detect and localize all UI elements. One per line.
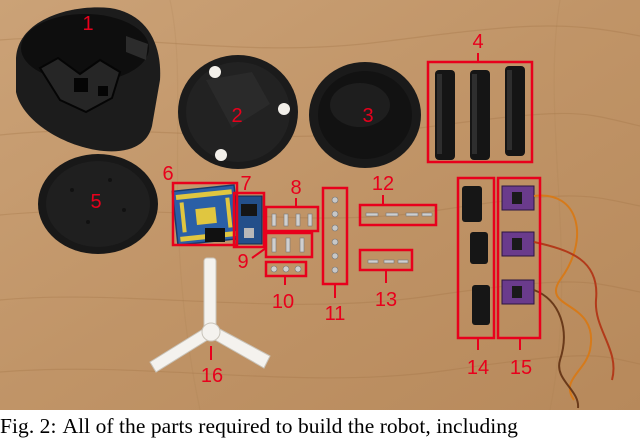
box-6	[171, 181, 239, 247]
caption-text: All of the parts required to build the r…	[62, 414, 518, 438]
label-1: 1	[82, 13, 93, 35]
screws-12-13	[365, 212, 433, 264]
part-1-shell	[16, 7, 161, 152]
label-9: 9	[237, 251, 248, 273]
box-7	[232, 191, 266, 249]
part-14-brackets	[462, 186, 490, 325]
label-12: 12	[372, 173, 394, 195]
label-3: 3	[362, 105, 373, 127]
box-12	[358, 203, 438, 227]
label-8: 8	[290, 177, 301, 199]
box-14	[456, 176, 496, 340]
label-15: 15	[510, 357, 532, 379]
label-7: 7	[240, 173, 251, 195]
box-8	[264, 205, 320, 233]
label-2: 2	[231, 105, 242, 127]
annotation-boxes	[171, 60, 542, 340]
label-5: 5	[90, 191, 101, 213]
box-9	[264, 231, 314, 259]
part-3-base	[309, 62, 421, 168]
part-16-tripod	[149, 257, 271, 373]
part-4-legs	[435, 66, 525, 160]
label-6: 6	[162, 163, 173, 185]
label-10: 10	[272, 291, 294, 313]
part-15-servos	[501, 185, 615, 409]
caption-label: Fig. 2:	[0, 414, 57, 438]
robot-parts-photo: 1 2 3 4 5 6 7 8 9 10 11 12 13 14 15 16	[0, 0, 640, 410]
part-2-lid	[178, 55, 298, 169]
part-5-disc	[38, 154, 158, 254]
label-14: 14	[467, 357, 489, 379]
part-number-labels: 1 2 3 4 5 6 7 8 9 10 11 12 13 14 15 16	[82, 13, 532, 387]
label-11: 11	[325, 303, 346, 325]
annotation-arrows	[210, 53, 521, 360]
label-16: 16	[201, 365, 223, 387]
part-7-microcontroller	[205, 195, 263, 245]
screws-8-9-10	[270, 213, 313, 273]
part-11-nuts	[331, 196, 339, 274]
label-13: 13	[375, 289, 397, 311]
figure-caption: Fig. 2:All of the parts required to buil…	[0, 411, 640, 442]
label-4: 4	[472, 31, 483, 53]
box-4	[426, 60, 534, 164]
